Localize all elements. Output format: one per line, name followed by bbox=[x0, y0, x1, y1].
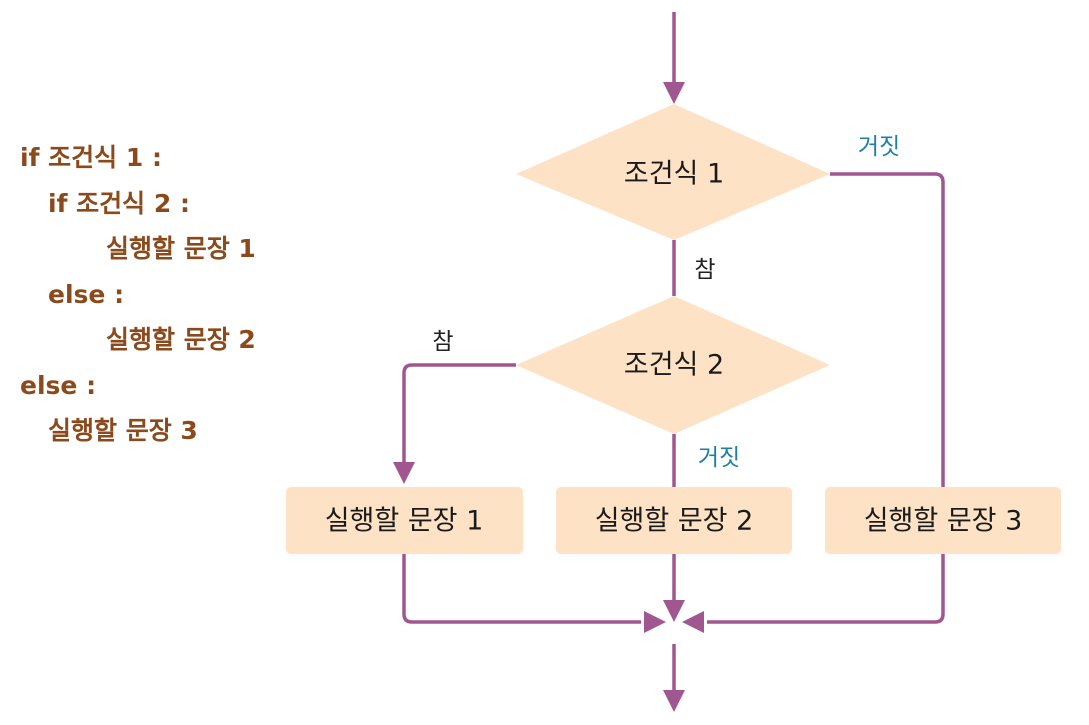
code-line-statement1: 실행할 문장 1 bbox=[106, 234, 256, 263]
statement3-text: 실행할 문장 3 bbox=[864, 506, 1023, 537]
condition2-false-label: 거짓 bbox=[698, 445, 740, 471]
arrowheads bbox=[393, 82, 704, 712]
condition1-diamond bbox=[516, 104, 830, 240]
statement3-box bbox=[825, 487, 1061, 554]
statement1-box bbox=[286, 487, 523, 554]
condition1-false-label: 거짓 bbox=[858, 134, 900, 160]
arrow-exit bbox=[663, 690, 685, 712]
arrow-into-statement1 bbox=[393, 462, 415, 484]
arrow-into-condition1 bbox=[663, 82, 685, 104]
code-line-if-condition1: if 조건식 1 : bbox=[20, 143, 162, 172]
arrow-from-statement3 bbox=[682, 611, 704, 633]
statement1-exit-line bbox=[402, 554, 641, 624]
code-line-if-condition2: if 조건식 2 : bbox=[48, 189, 190, 218]
condition2-true-line bbox=[402, 363, 516, 462]
flow-lines bbox=[402, 12, 945, 690]
statement2-text: 실행할 문장 2 bbox=[595, 506, 754, 537]
condition2-true-label: 참 bbox=[432, 329, 453, 355]
code-line-inner-else: else : bbox=[48, 280, 125, 309]
condition1-false-line bbox=[707, 172, 945, 624]
condition1-text: 조건식 1 bbox=[624, 159, 724, 190]
condition2-text: 조건식 2 bbox=[624, 350, 724, 381]
arrow-from-statement1 bbox=[644, 611, 666, 633]
code-line-outer-else: else : bbox=[20, 371, 97, 400]
arrow-from-statement2 bbox=[663, 600, 685, 622]
code-line-statement3: 실행할 문장 3 bbox=[48, 416, 198, 445]
code-line-statement2: 실행할 문장 2 bbox=[106, 325, 256, 354]
condition1-true-label: 참 bbox=[694, 257, 715, 283]
statement1-text: 실행할 문장 1 bbox=[325, 506, 484, 537]
condition2-diamond bbox=[516, 296, 830, 434]
statement2-box bbox=[556, 487, 792, 554]
